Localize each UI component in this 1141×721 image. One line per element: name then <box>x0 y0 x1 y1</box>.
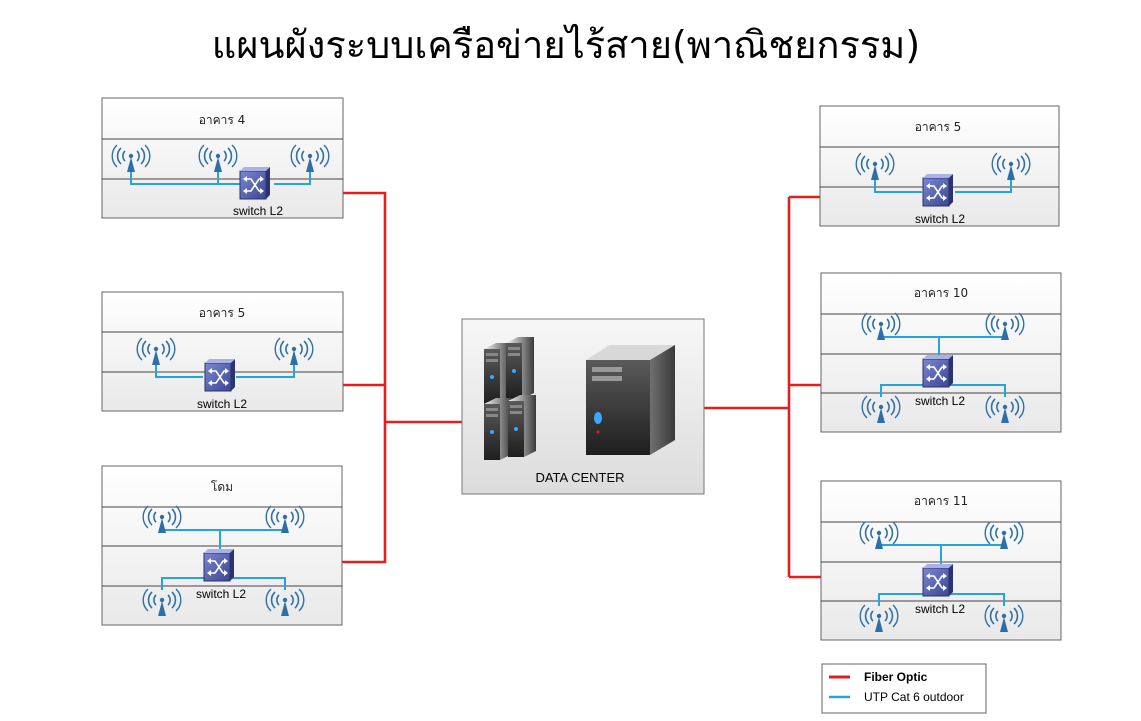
building-5-right-panel: อาคาร 5 switch L2 <box>819 105 1060 227</box>
data-center-label: DATA CENTER <box>535 470 624 485</box>
legend: Fiber Optic UTP Cat 6 outdoor <box>821 663 987 714</box>
dome-label: โดม <box>211 480 233 494</box>
switch-label: switch L2 <box>915 602 965 616</box>
building-11-panel: อาคาร 11 switch L2 <box>820 480 1062 641</box>
building-11-label: อาคาร 11 <box>914 494 968 508</box>
switch-label: switch L2 <box>196 587 246 601</box>
dome-panel: โดม switch L2 <box>101 465 343 626</box>
server-icon <box>484 398 512 460</box>
switch-icon <box>203 548 235 582</box>
legend-utp-label: UTP Cat 6 outdoor <box>864 690 964 704</box>
building-4-panel: อาคาร 4 switch L2 <box>101 97 344 219</box>
server-icon <box>508 395 536 457</box>
building-4-label: อาคาร 4 <box>199 113 246 127</box>
main-server-icon <box>586 345 675 455</box>
switch-label: switch L2 <box>915 212 965 226</box>
switch-icon <box>204 358 236 392</box>
data-center-panel: DATA CENTER <box>461 318 705 495</box>
switch-label: switch L2 <box>197 397 247 411</box>
legend-fiber-label: Fiber Optic <box>864 670 928 684</box>
switch-icon <box>922 354 954 388</box>
building-5-right-label: อาคาร 5 <box>915 120 962 134</box>
building-10-panel: อาคาร 10 switch L2 <box>820 272 1062 433</box>
switch-label: switch L2 <box>233 204 283 218</box>
switch-icon <box>239 166 271 200</box>
building-10-label: อาคาร 10 <box>914 286 968 300</box>
building-5-left-label: อาคาร 5 <box>199 306 246 320</box>
building-5-left-panel: อาคาร 5 switch L2 <box>101 291 344 412</box>
switch-icon <box>922 563 954 597</box>
diagram-title: แผนผังระบบเครือข่ายไร้สาย(พาณิชยกรรม) <box>212 23 920 67</box>
switch-label: switch L2 <box>915 394 965 408</box>
switch-icon <box>922 173 954 207</box>
server-icon <box>506 337 534 399</box>
